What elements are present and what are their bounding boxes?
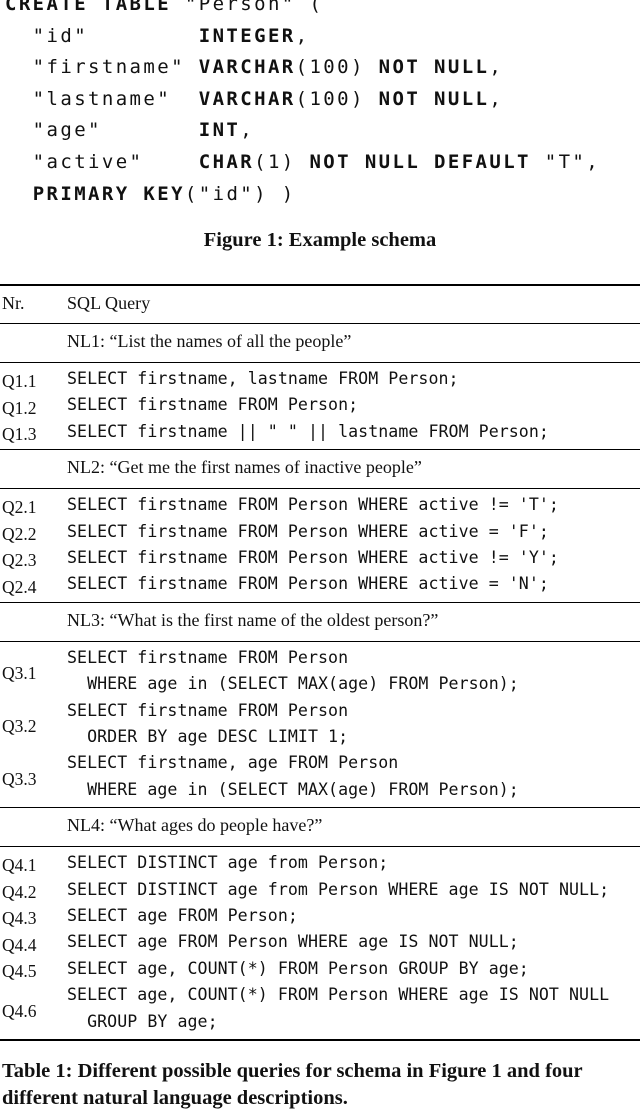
sql-query-line: WHERE age in (SELECT MAX(age) FROM Perso… [67,674,519,694]
nl-description: NL3: “What is the first name of the olde… [67,609,439,630]
query-number: Q3.3 [2,768,37,789]
schema-line: "active" CHAR(1) NOT NULL DEFAULT "T", [5,147,600,179]
query-number: Q1.3 [2,424,37,444]
query-number: Q2.2 [2,523,37,544]
column-header-nr: Nr. [2,293,25,313]
nl-description: NL1: “List the names of all the people” [67,331,352,351]
sql-keyword: NOT NULL [378,87,490,110]
sql-text: "age" [5,119,199,142]
sql-text: ("id") ) [184,182,296,205]
query-number: Q4.4 [2,934,37,955]
schema-line: CREATE TABLE "Person" ( [5,0,600,21]
sql-query-line: SELECT firstname FROM Person WHERE activ… [67,521,549,541]
sql-keyword: CREATE TABLE [5,0,172,15]
query-number: Q2.4 [2,576,37,597]
sql-keyword: VARCHAR [198,87,296,110]
sql-query-line: WHERE age in (SELECT MAX(age) FROM Perso… [67,779,519,799]
sql-text: "id" [5,24,199,47]
sql-query-line: SELECT DISTINCT age from Person WHERE ag… [67,879,610,899]
schema-line: "id" INTEGER, [5,21,600,53]
sql-query-line: SELECT firstname FROM Person [67,647,349,667]
sql-query-line: SELECT firstname FROM Person; [67,395,359,415]
schema-line: "firstname" VARCHAR(100) NOT NULL, [5,52,600,84]
sql-query-line: ORDER BY age DESC LIMIT 1; [67,727,349,746]
sql-keyword: VARCHAR [198,56,296,79]
schema-line: "age" INT, [5,115,600,147]
sql-keyword: PRIMARY KEY [32,182,185,205]
schema-line: PRIMARY KEY("id") ) [5,179,600,211]
schema-code-block: CREATE TABLE "Person" ( "id" INTEGER, "f… [5,0,600,210]
query-number: Q4.2 [2,881,37,902]
schema-line: "lastname" VARCHAR(100) NOT NULL, [5,84,600,116]
sql-query-line: GROUP BY age; [67,1011,218,1031]
sql-text: , [295,24,310,47]
sql-query-line: SELECT age FROM Person WHERE age IS NOT … [67,932,519,952]
sql-keyword: INTEGER [198,24,296,47]
figure-caption: Figure 1: Example schema [203,229,437,251]
sql-text: , [489,56,504,79]
query-number: Q1.2 [2,397,37,418]
table-top-rule [0,284,640,286]
sql-query-line: SELECT firstname, lastname FROM Person; [67,369,459,388]
sql-keyword: NOT NULL [378,56,490,79]
sql-keyword: CHAR [198,150,255,173]
sql-keyword: NOT NULL DEFAULT [309,150,531,173]
query-number: Q4.3 [2,908,37,929]
sql-query-line: SELECT firstname FROM Person WHERE activ… [67,495,559,515]
sql-text: , [489,87,504,110]
group-rule [0,362,640,363]
group-rule [0,488,640,490]
sql-query-line: SELECT firstname FROM Person [67,700,349,720]
query-number: Q1.1 [2,371,37,392]
table-caption: Table 1: Different possible queries for … [2,1060,583,1109]
query-number: Q4.6 [2,1000,37,1021]
column-header-sql: SQL Query [67,293,151,313]
group-end-rule [0,449,640,451]
sql-keyword: INT [198,119,241,142]
group-rule [0,640,640,642]
sql-text [5,183,33,205]
nl-description: NL2: “Get me the first names of inactive… [67,457,422,478]
nl-description: NL4: “What ages do people have?” [67,815,323,836]
sql-query-line: SELECT firstname, age FROM Person [67,753,399,773]
sql-text: "active" [5,150,199,173]
header-rule [0,323,640,324]
sql-query-line: SELECT age FROM Person; [67,906,298,925]
sql-text: "firstname" [5,56,199,79]
sql-text: , [240,119,255,142]
sql-query-line: SELECT age, COUNT(*) FROM Person WHERE a… [67,985,610,1005]
sql-text: (1) [254,150,310,173]
sql-query-line: SELECT DISTINCT age from Person; [67,853,389,873]
query-number: Q2.1 [2,497,37,518]
sql-query-line: SELECT firstname FROM Person WHERE activ… [67,548,559,567]
sql-text: (100) [295,56,379,79]
sql-text: "T", [530,150,601,173]
sql-query-line: SELECT firstname FROM Person WHERE activ… [67,574,549,594]
group-end-rule [0,807,640,809]
group-end-rule [0,601,640,603]
query-number: Q4.1 [2,855,37,876]
sql-text: "lastname" [5,87,199,110]
sql-query-line: SELECT firstname || " " || lastname FROM… [67,421,549,441]
sql-text: "Person" ( [171,0,324,15]
query-number: Q3.2 [2,716,37,736]
query-number: Q3.1 [2,663,37,684]
query-number: Q4.5 [2,961,37,981]
group-rule [0,846,640,848]
sql-text: (100) [295,87,379,110]
group-end-rule [0,1039,640,1041]
sql-query-line: SELECT age, COUNT(*) FROM Person GROUP B… [67,958,529,978]
query-number: Q2.3 [2,550,37,571]
